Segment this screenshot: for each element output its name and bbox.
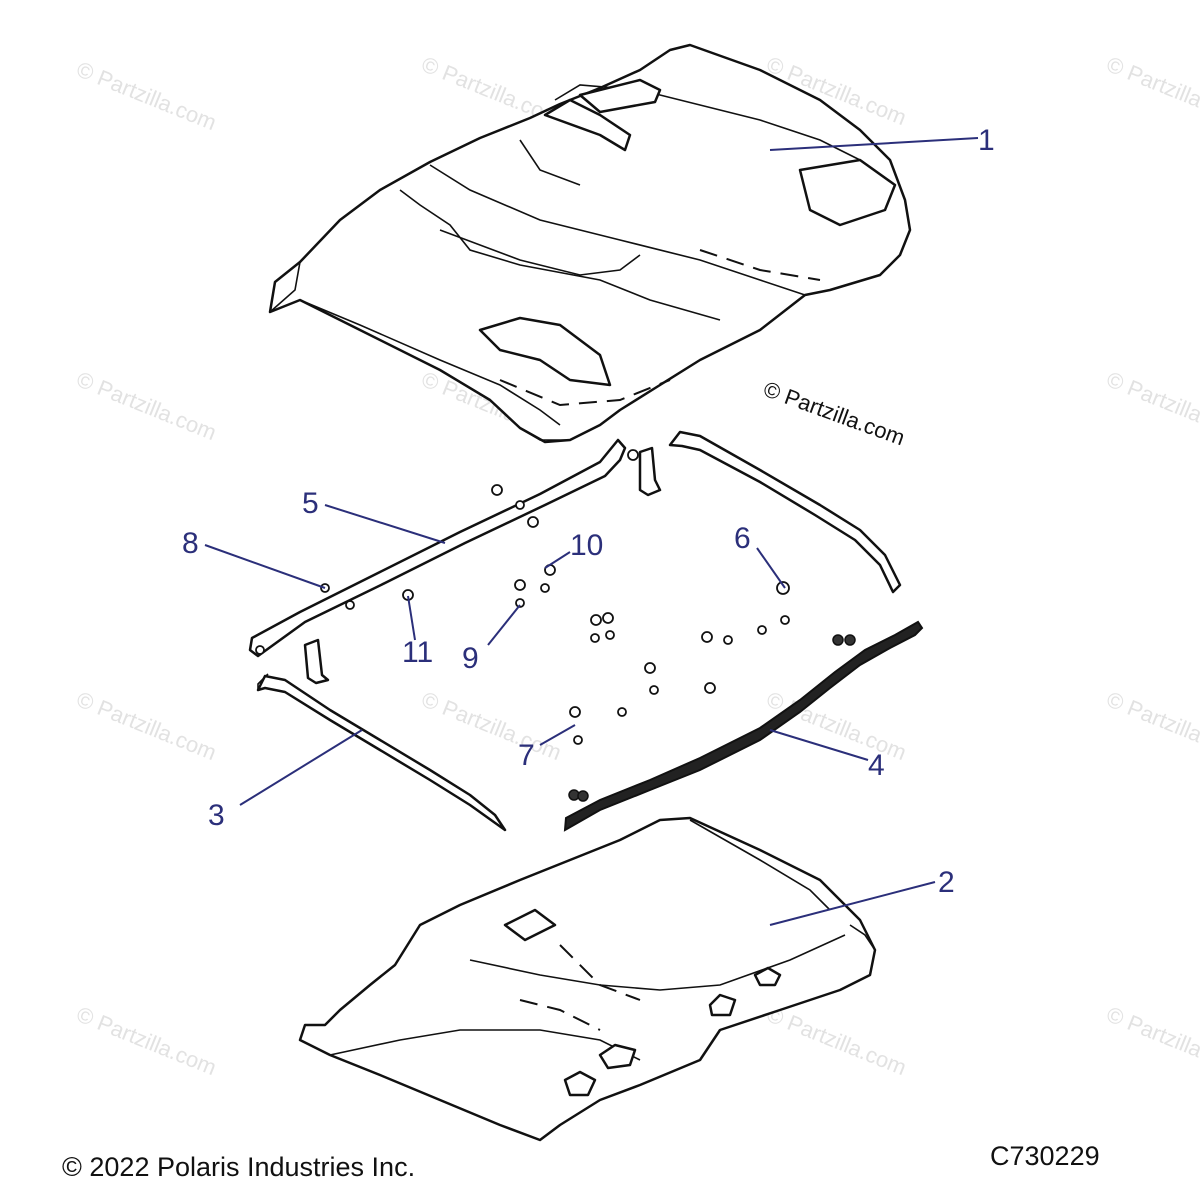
leader-line-6 xyxy=(756,547,786,589)
leader-line-3 xyxy=(239,729,363,806)
callout-8: 8 xyxy=(182,527,199,560)
copyright-mark: © Partzilla.com xyxy=(760,376,908,450)
footer-copyright: © 2022 Polaris Industries Inc. xyxy=(62,1152,415,1182)
leader-line-2 xyxy=(769,881,936,926)
callout-6: 6 xyxy=(734,522,751,555)
hardware-group xyxy=(320,449,856,802)
leader-line-7 xyxy=(539,724,576,746)
leader-line-10 xyxy=(544,551,571,569)
watermark: © Partzilla.com xyxy=(73,1001,220,1080)
leader-line-8 xyxy=(204,544,326,589)
callout-9: 9 xyxy=(462,642,479,675)
watermark: © Partzilla.com xyxy=(1103,366,1200,445)
leader-line-1 xyxy=(769,137,979,151)
part-left-rail xyxy=(256,673,507,832)
callout-labels: 1 2 3 4 5 6 7 8 9 10 11 xyxy=(182,124,995,899)
part-seal-strip xyxy=(563,620,924,832)
leader-line-11 xyxy=(407,595,416,641)
callout-3: 3 xyxy=(208,799,225,832)
callout-7: 7 xyxy=(518,739,535,772)
diagram-code: C730229 xyxy=(990,1141,1100,1171)
leader-line-4 xyxy=(769,729,869,761)
leader-line-5 xyxy=(324,504,446,544)
leader-lines xyxy=(204,137,979,926)
watermark: © Partzilla.com xyxy=(1103,686,1200,765)
callout-11: 11 xyxy=(402,636,433,669)
watermark: © Partzilla.com xyxy=(763,686,910,765)
callout-10: 10 xyxy=(570,529,603,562)
watermark: © Partzilla.com xyxy=(1103,1001,1200,1080)
callout-5: 5 xyxy=(302,487,319,520)
part-l-bracket xyxy=(303,446,662,685)
part-headliner xyxy=(298,816,877,1142)
part-right-rail xyxy=(668,430,902,594)
watermark: © Partzilla.com xyxy=(418,686,565,765)
part-long-bracket xyxy=(248,438,627,658)
callout-2: 2 xyxy=(938,866,955,899)
watermark: © Partzilla.com xyxy=(763,1001,910,1080)
part-roof xyxy=(268,43,912,444)
watermark: © Partzilla.com xyxy=(73,366,220,445)
watermark: © Partzilla.com xyxy=(1103,51,1200,130)
callout-1: 1 xyxy=(978,124,995,157)
watermark: © Partzilla.com xyxy=(73,686,220,765)
watermark: © Partzilla.com xyxy=(73,56,220,135)
leader-line-9 xyxy=(487,604,521,646)
callout-4: 4 xyxy=(868,749,885,782)
